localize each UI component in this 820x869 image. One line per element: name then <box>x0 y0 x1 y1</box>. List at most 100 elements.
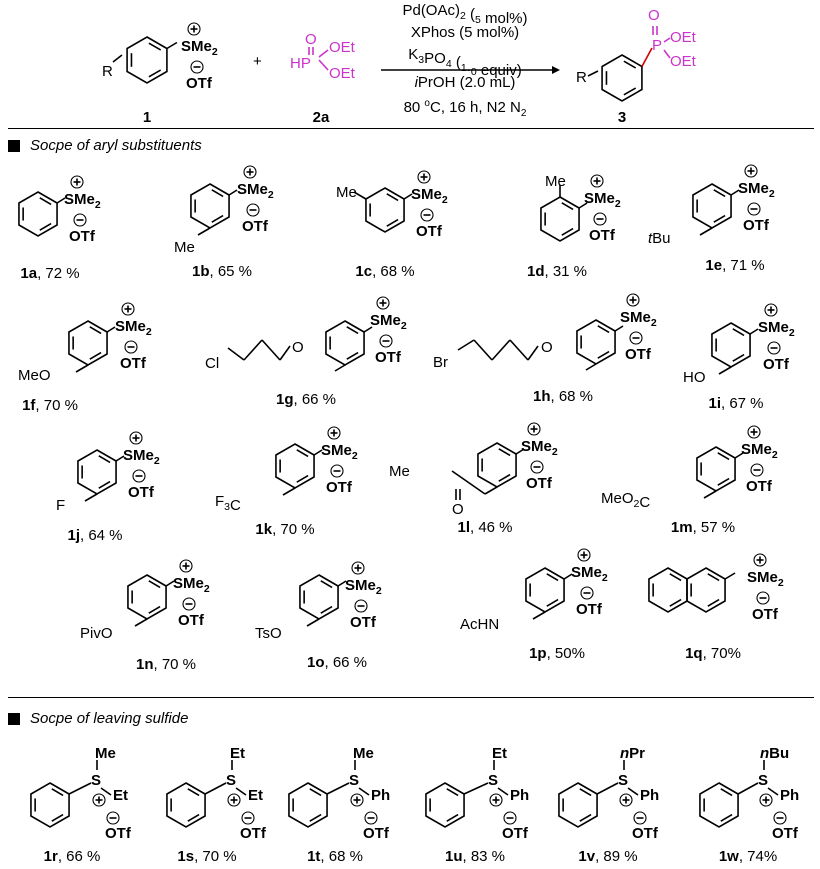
bond <box>585 363 597 371</box>
double-bond <box>309 788 322 797</box>
bond <box>84 493 98 502</box>
c-s-bond <box>326 782 350 795</box>
triflate-anion: OTf <box>375 349 402 366</box>
triflate-anion: OTf <box>526 475 553 492</box>
condition-temp: 80 oC, 16 h, N2 N2 <box>404 98 527 119</box>
aryl-ring <box>576 319 616 365</box>
positive-charge-icon <box>351 561 365 575</box>
double-bond <box>39 197 52 206</box>
double-bond <box>446 788 459 797</box>
naphthalene-ring <box>686 567 726 613</box>
naphthalene-ring <box>648 567 688 613</box>
negative-charge-icon <box>246 203 260 217</box>
double-bond <box>498 473 511 482</box>
phosphite-oet: OEt <box>329 65 356 82</box>
negative-charge-icon <box>364 811 378 825</box>
positive-charge-icon <box>129 431 143 445</box>
bond <box>724 572 736 580</box>
sulfonium-group: SMe2 <box>64 191 101 211</box>
positive-charge-icon <box>417 170 431 184</box>
compound-label-1i: 1i, 67 % <box>708 395 764 412</box>
triflate-anion: OTf <box>632 825 659 842</box>
r-bond <box>587 70 599 77</box>
condition-ligand: XPhos (5 mol%) <box>411 24 519 41</box>
alkyl-label: Et <box>248 787 263 804</box>
compound-label-1f: 1f, 70 % <box>22 397 78 414</box>
negative-charge-icon <box>379 334 393 348</box>
chain-bond <box>457 339 475 351</box>
bond <box>403 193 413 200</box>
bond <box>363 326 373 333</box>
positive-charge-icon <box>187 22 201 36</box>
sulfur-atom: S <box>91 772 101 789</box>
double-bond <box>148 605 161 614</box>
double-bond <box>713 214 726 223</box>
section-bullet <box>8 139 20 152</box>
negative-charge-icon <box>132 469 146 483</box>
compound-label-1u: 1u, 83 % <box>444 848 506 865</box>
bond <box>134 618 148 627</box>
positive-charge-icon <box>764 303 778 317</box>
aryl-ring <box>18 191 58 237</box>
negative-charge-icon <box>73 213 87 227</box>
section-bullet <box>8 712 20 725</box>
double-bond <box>717 477 730 486</box>
bond <box>718 366 732 375</box>
ether-oxygen: O <box>541 339 553 356</box>
negative-charge-icon <box>530 460 544 474</box>
aryl-ring <box>68 320 108 366</box>
sulfonium-group: SMe2 <box>521 438 558 458</box>
bond <box>228 189 238 196</box>
reactant2-label: 2a <box>313 109 330 126</box>
chain-bond <box>261 339 281 361</box>
bromo-label: Br <box>433 354 448 371</box>
positive-charge-icon <box>489 793 503 807</box>
condition-base: K3PO4 (1.0 equiv) <box>408 46 521 79</box>
hydroxy-label: HO <box>683 369 706 386</box>
double-bond <box>320 605 333 614</box>
negative-charge-icon <box>124 340 138 354</box>
positive-charge-icon <box>179 559 193 573</box>
compound-label-1d: 1d, 31 % <box>526 263 588 280</box>
alkyl-label: Me <box>95 745 116 762</box>
s-alkyl-bond <box>358 787 370 796</box>
bond <box>313 449 323 456</box>
bond <box>730 189 740 196</box>
sulfonium-group: SMe2 <box>370 312 407 332</box>
chain-bond <box>227 347 245 361</box>
bond <box>115 455 125 462</box>
negative-charge-icon <box>106 811 120 825</box>
negative-charge-icon <box>756 591 770 605</box>
double-bond <box>707 598 720 607</box>
triflate-anion: OTf <box>326 479 353 496</box>
double-bond <box>669 573 682 582</box>
chain-bond <box>527 345 539 361</box>
negative-charge-icon <box>503 811 517 825</box>
aryl-ring <box>558 782 598 828</box>
aryl-ring <box>288 782 328 828</box>
sulfur-atom: S <box>349 772 359 789</box>
carbonyl-oxygen: O <box>452 501 464 518</box>
alkyl-label: Ph <box>640 787 659 804</box>
section-header-sulfide: Socpe of leaving sulfide <box>8 710 188 727</box>
positive-charge-icon <box>619 793 633 807</box>
s-bond <box>166 41 178 50</box>
divider-top <box>8 128 814 129</box>
negative-charge-icon <box>354 599 368 613</box>
positive-charge-icon <box>753 553 767 567</box>
methyl-label: Me <box>174 239 195 256</box>
compound-label-1c: 1c, 68 % <box>355 263 415 280</box>
sulfonium-group: SMe2 <box>738 180 775 200</box>
aryl-ring <box>77 449 117 495</box>
bond <box>703 490 717 499</box>
alkyl-label: Et <box>113 787 128 804</box>
compound-label-1a: 1a, 72 % <box>20 265 80 282</box>
bond <box>106 326 116 333</box>
sulfonium-group: SMe2 <box>620 309 657 329</box>
double-bond <box>187 813 200 822</box>
double-bond <box>498 448 511 457</box>
double-bond <box>720 788 733 797</box>
double-bond <box>446 813 459 822</box>
double-bond <box>89 326 102 335</box>
